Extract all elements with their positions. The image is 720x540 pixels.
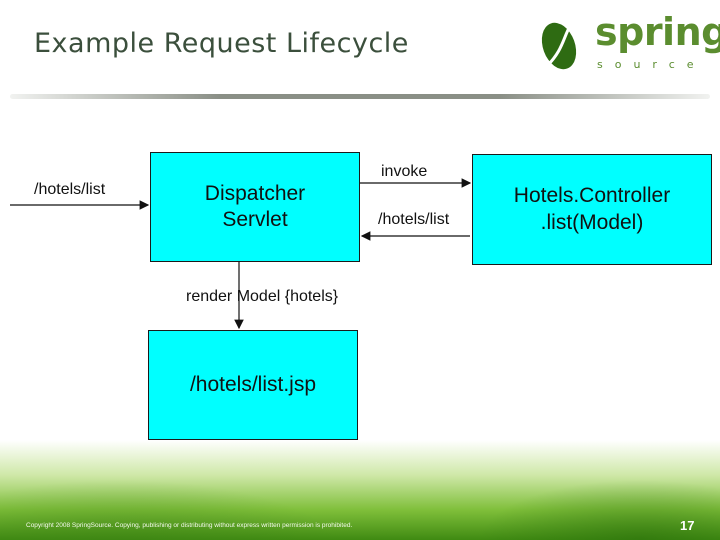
dispatcher-servlet-box: Dispatcher Servlet [150,152,360,262]
page-number: 17 [680,518,694,533]
hotels-controller-box: Hotels.Controller .list(Model) [472,154,712,265]
render-model-label: render Model {hotels} [186,288,338,306]
request-path-label: /hotels/list [34,181,105,199]
copyright-notice: Copyright 2008 SpringSource. Copying, pu… [26,522,352,529]
hotels-list-jsp-box: /hotels/list.jsp [148,330,358,440]
invoke-label: invoke [381,163,427,181]
return-path-label: /hotels/list [378,211,449,229]
